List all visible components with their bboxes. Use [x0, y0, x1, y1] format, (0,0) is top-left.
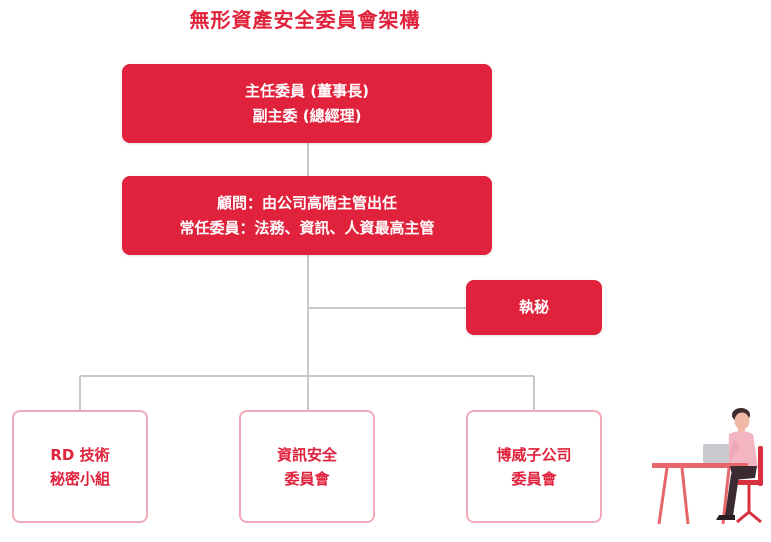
person-torso	[728, 431, 758, 468]
person-neck	[738, 427, 745, 433]
vice-chair-line: 副主委 (總經理)	[252, 106, 362, 125]
chart-title: 無形資產安全委員會架構	[189, 8, 421, 32]
person-arm	[713, 440, 740, 465]
chair-back	[758, 446, 763, 486]
person-head	[734, 412, 750, 430]
chair-leg-2	[736, 510, 750, 524]
subgroup-rd-line2: 秘密小組	[49, 469, 110, 488]
subgroup-infosec-line1: 資訊安全	[276, 445, 337, 464]
subgroup-rd-line1: RD 技術	[50, 445, 110, 464]
person-at-desk-illustration	[652, 408, 763, 525]
desk-leg-mid	[680, 467, 690, 525]
subgroup-box-infosec: 資訊安全 委員會	[239, 410, 375, 523]
person-shin	[725, 474, 739, 516]
standing-members-line: 常任委員：法務、資訊、人資最高主管	[179, 218, 435, 237]
chairman-box: 主任委員 (董事長) 副主委 (總經理)	[122, 64, 492, 143]
subgroup-subsidiary-line1: 博威子公司	[496, 445, 572, 464]
chair-seat	[737, 480, 763, 485]
subgroup-box-rd: RD 技術 秘密小組	[12, 410, 148, 523]
secretary-label: 執秘	[518, 298, 549, 316]
advisor-line: 顧問：由公司高階主管出任	[216, 193, 397, 212]
laptop	[703, 444, 729, 463]
chairman-line: 主任委員 (董事長)	[245, 81, 369, 100]
desk-top	[652, 463, 748, 468]
desk-leg-left	[657, 467, 669, 525]
subgroup-subsidiary-line2: 委員會	[511, 469, 557, 488]
subgroup-infosec-line2: 委員會	[284, 469, 330, 488]
subgroup-box-subsidiary: 博威子公司 委員會	[466, 410, 602, 523]
person-shoe	[716, 515, 735, 520]
chair-leg-3	[748, 510, 762, 524]
advisor-box: 顧問：由公司高階主管出任 常任委員：法務、資訊、人資最高主管	[122, 176, 492, 255]
secretary-box: 執秘	[466, 280, 602, 335]
desk-leg-right	[721, 467, 731, 525]
